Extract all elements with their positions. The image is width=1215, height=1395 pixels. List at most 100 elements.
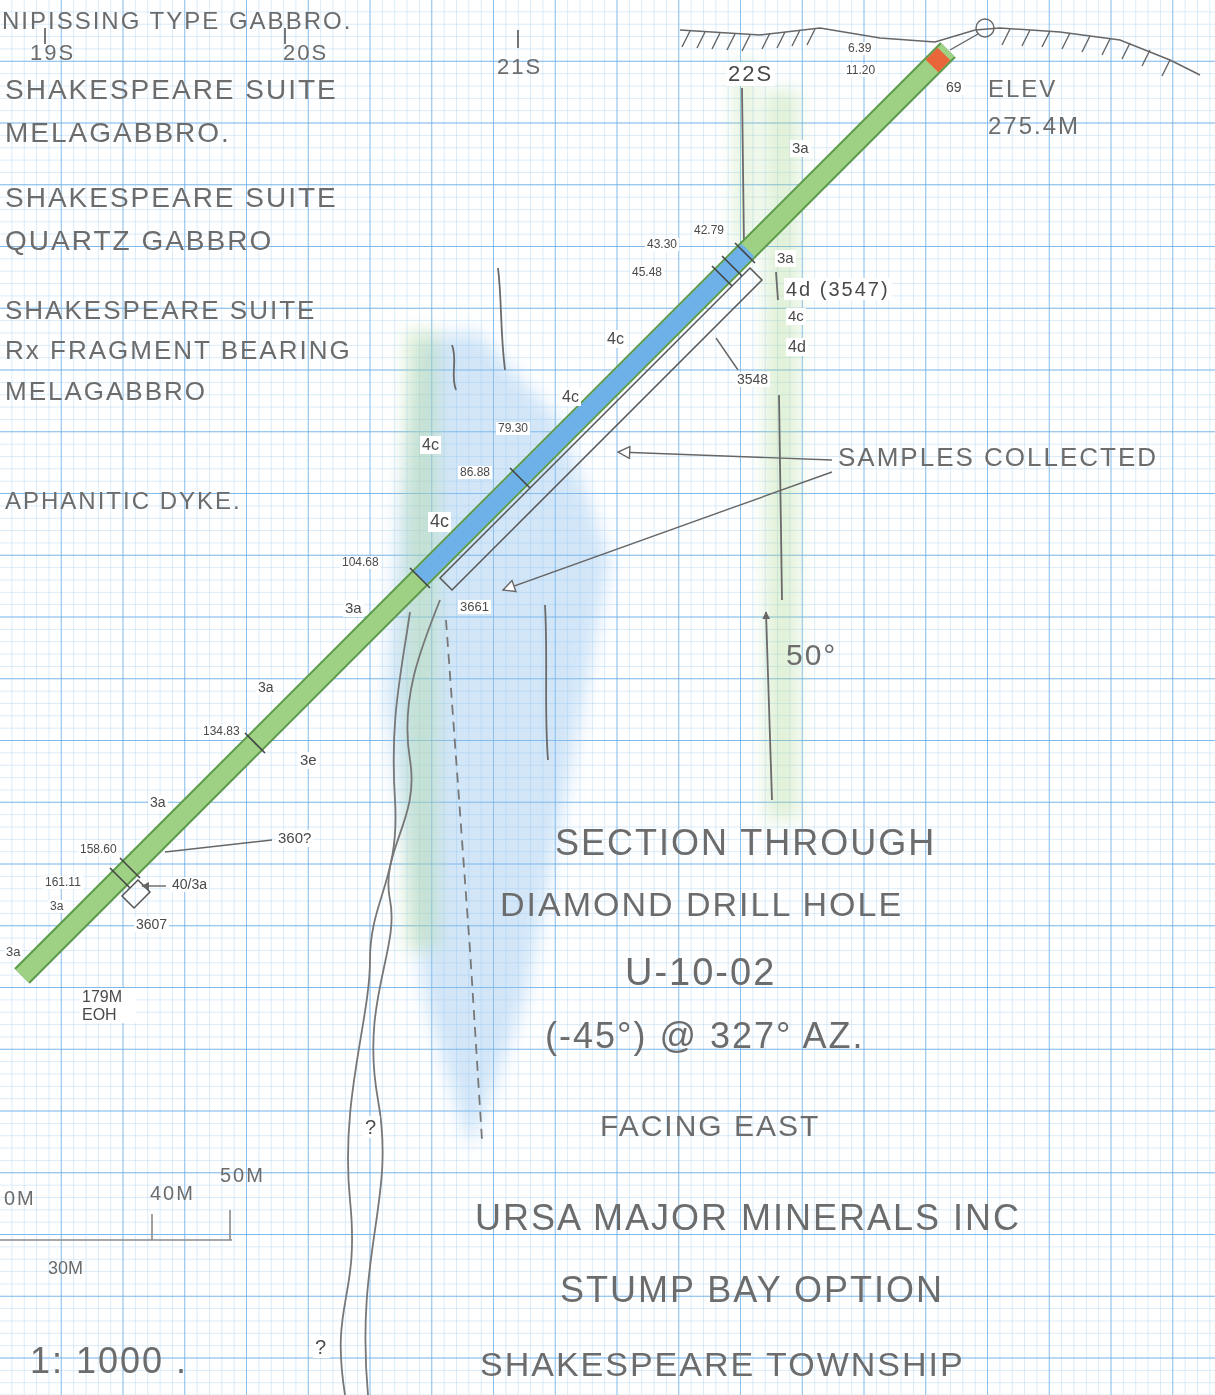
depth-label: 3548 <box>735 372 770 387</box>
depth-label: 179M EOH <box>80 988 136 1023</box>
annotation-text: NIPISSING TYPE GABBRO. <box>2 2 352 39</box>
annotation-text: U-10-02 <box>625 943 776 1002</box>
annotation-text: APHANITIC DYKE. <box>5 482 242 519</box>
depth-label: 3a <box>256 680 276 695</box>
depth-label: 3a <box>790 140 811 157</box>
depth-label: 0M <box>4 1183 36 1214</box>
depth-label: 134.83 <box>201 725 242 738</box>
depth-label: 45.48 <box>630 266 664 279</box>
depth-label: 104.68 <box>340 556 381 569</box>
depth-label: 4c <box>786 308 806 325</box>
depth-label: 161.11 <box>43 876 83 889</box>
annotation-text: 1: 1000 . <box>30 1333 188 1389</box>
leader-line <box>618 452 832 460</box>
annotation-text: SHAKESPEARE SUITE MELAGABBRO. <box>5 68 385 155</box>
depth-label: 11.20 <box>844 64 877 77</box>
depth-label: 40M <box>150 1178 195 1209</box>
leader-line <box>503 472 832 590</box>
geology-line <box>776 272 778 300</box>
depth-label: 3a <box>148 795 168 810</box>
scale-bar <box>151 1214 153 1240</box>
drill-hole <box>735 243 755 263</box>
drill-hole <box>410 568 430 588</box>
depth-label: ? <box>313 1336 330 1358</box>
annotation-text: SHAKESPEARE TOWNSHIP <box>480 1338 965 1391</box>
annotation-text: SHAKESPEARE SUITE QUARTZ GABBRO <box>5 176 385 263</box>
depth-label: 20S <box>283 36 328 70</box>
colour-wash <box>385 60 799 1150</box>
depth-label: 3e <box>298 752 319 769</box>
depth-label: 30M <box>48 1255 83 1283</box>
depth-label: 50M <box>220 1160 265 1191</box>
annotation-text: ELEV 275.4M <box>988 70 1138 144</box>
grid-tick <box>517 30 519 48</box>
depth-label: 4c <box>420 436 441 454</box>
depth-label: 360? <box>276 830 313 847</box>
annotation-text: 50° <box>786 632 837 679</box>
annotation-text: SHAKESPEARE SUITE Rx FRAGMENT BEARING ME… <box>5 290 357 411</box>
drill-hole <box>510 468 530 488</box>
depth-label: ? <box>363 1116 380 1138</box>
leader-line <box>142 338 832 886</box>
depth-label: 21S <box>497 50 542 84</box>
annotation-text: STUMP BAY OPTION <box>560 1262 944 1318</box>
geology-line <box>779 395 782 600</box>
depth-label: 3661 <box>458 600 491 614</box>
depth-label: 3a <box>343 600 364 617</box>
depth-label: 22S <box>726 62 775 86</box>
geology-line <box>452 345 456 390</box>
depth-label: 69 <box>944 80 964 95</box>
sample-interval <box>440 268 762 590</box>
annotation-text: (-45°) @ 327° AZ. <box>545 1008 864 1064</box>
drill-hole <box>932 54 944 66</box>
annotation-text: DIAMOND DRILL HOLE <box>500 878 903 931</box>
depth-label: 4c <box>560 388 581 406</box>
drill-hole <box>712 266 732 286</box>
aphanitic-dyke <box>341 612 410 1395</box>
depth-label: 40/3a <box>170 877 209 892</box>
depth-label: 3a <box>48 900 65 913</box>
annotation-text: FACING EAST <box>600 1103 820 1150</box>
leader-line <box>165 840 272 852</box>
scale-bar <box>229 1210 231 1240</box>
drill-hole <box>245 733 265 753</box>
geology-line <box>766 612 772 800</box>
depth-label: 3a <box>775 250 796 267</box>
annotation-text: SECTION THROUGH <box>555 815 936 871</box>
depth-label: 4c <box>605 330 626 348</box>
depth-label: 79.30 <box>496 422 530 435</box>
depth-label: 4d <box>786 338 808 356</box>
drill-hole <box>722 256 742 276</box>
depth-label: 4c <box>428 512 451 532</box>
depth-label: 158.60 <box>78 843 119 856</box>
depth-label: 6.39 <box>846 42 873 55</box>
topography <box>950 34 978 50</box>
geology-line <box>742 88 744 248</box>
geology-line <box>452 88 782 800</box>
annotation-text: SAMPLES COLLECTED <box>838 437 1158 477</box>
depth-label: 42.79 <box>692 224 726 237</box>
drill-hole <box>110 868 130 888</box>
depth-label: 19S <box>30 36 75 70</box>
aphanitic-dyke <box>365 600 440 1395</box>
drill-hole <box>420 250 748 578</box>
leader-line <box>716 338 738 370</box>
aphanitic-dyke <box>341 600 482 1395</box>
leader-line <box>142 885 166 886</box>
depth-label: 43.30 <box>645 238 679 251</box>
depth-label: 4d (3547) <box>784 278 892 300</box>
depth-label: 3607 <box>134 917 169 932</box>
scale-bar <box>0 1210 232 1240</box>
depth-label: 3a <box>4 945 22 959</box>
colour-wash <box>735 60 753 250</box>
depth-label: 86.88 <box>458 466 492 479</box>
geology-line <box>498 268 505 370</box>
colour-wash <box>405 330 439 950</box>
aphanitic-dyke <box>446 620 482 1140</box>
topography <box>976 19 994 37</box>
annotation-text: URSA MAJOR MINERALS INC <box>475 1190 1021 1246</box>
